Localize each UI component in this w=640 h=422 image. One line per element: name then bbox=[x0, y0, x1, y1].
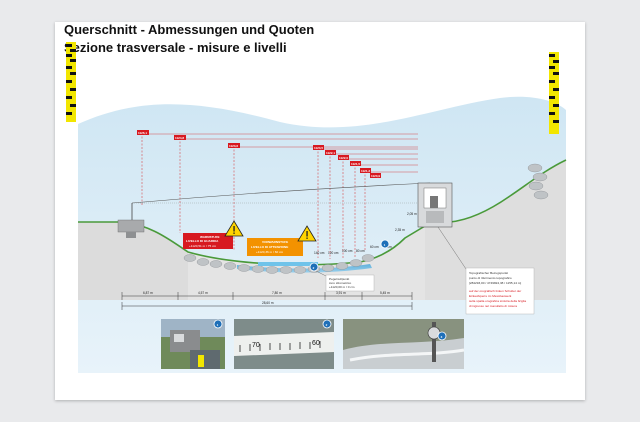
gauge-zero-line1: Pegelnullpunkt bbox=[329, 277, 349, 281]
level-tag bbox=[338, 155, 349, 160]
level-tag-text: 1123,5 bbox=[314, 146, 323, 150]
photo-gauge: 70 60 2 bbox=[234, 319, 334, 369]
badge-number: 3 bbox=[441, 335, 443, 339]
dimension-segment: 7,80 m bbox=[272, 291, 282, 295]
title-german: Querschnitt - Abmessungen und Quoten bbox=[64, 22, 315, 37]
level-tag-text: 1121,5 bbox=[351, 162, 360, 166]
reference-point-note: Topografischer Bezugspunkt punto di rife… bbox=[437, 226, 535, 315]
badge-number: 1 bbox=[384, 243, 386, 247]
warning-orange-line1: VORWARNSTUFE bbox=[262, 240, 288, 244]
dimension-line: 6,87 m 4,57 m 7,80 m 3,91 m 5,45 m 28,60… bbox=[121, 291, 413, 310]
warning-red-value: +1120,51 m / 75 cm bbox=[189, 244, 217, 248]
dimension-segment: 6,87 m bbox=[143, 291, 153, 295]
level-guide-lines bbox=[141, 133, 366, 259]
warning-level-orange-box: VORWARNSTUFE LIVELLO DI ATTENZIONE +1120… bbox=[247, 238, 303, 256]
level-tag-text: 1120,9 bbox=[371, 174, 380, 178]
ref-line3: [284293,00 / 4749824,38 / 1155,14 m] bbox=[469, 281, 521, 285]
level-tag bbox=[360, 168, 371, 173]
ref-line4: auf der orografisch linken Schulter der bbox=[469, 289, 521, 293]
dimension-segment: 5,45 m bbox=[380, 291, 390, 295]
badge-number: 2 bbox=[313, 266, 315, 270]
short-label: 100 cm bbox=[342, 249, 353, 253]
warning-orange-value: +1120,36 m / 60 cm bbox=[256, 250, 284, 254]
info-badge-icon bbox=[437, 331, 447, 341]
left-pylon bbox=[117, 203, 145, 238]
gauge-zero-note: Pegelnullpunkt zero idrometrico +1120,00… bbox=[313, 269, 375, 292]
ref-line6: sulla spalla orografica sinistra della b… bbox=[469, 299, 526, 303]
ref-line5: Einlaufsperre im Messbauwerk bbox=[469, 294, 512, 298]
warning-red-line1: WARNSTUFE bbox=[200, 235, 220, 239]
short-label: 140 cm bbox=[314, 251, 325, 255]
title-italian: Sezione trasversale - misure e livelli bbox=[64, 40, 287, 55]
ref-line2: punto di riferimento topografico bbox=[469, 276, 512, 280]
level-tag bbox=[325, 150, 336, 155]
info-badge-icon bbox=[213, 319, 223, 329]
ruler-strip-icon bbox=[66, 42, 76, 122]
gauge-zero-value: +1120,00 m / 0 cm bbox=[329, 285, 355, 289]
dimension-segment: 4,57 m bbox=[198, 291, 208, 295]
level-tag bbox=[174, 135, 186, 140]
left-bank-terrain bbox=[78, 222, 200, 300]
sky-background bbox=[78, 96, 566, 374]
level-tag-text: 1123,6 bbox=[229, 144, 238, 148]
dimension-total: 28,60 m bbox=[262, 301, 274, 305]
riprap-stones bbox=[183, 163, 549, 274]
level-tag-text: 1122,0 bbox=[339, 156, 348, 160]
level-tag-text: 1121,3 bbox=[361, 169, 370, 173]
gauge-number: 70 bbox=[252, 342, 260, 349]
info-badge-icon: 1 bbox=[380, 239, 390, 249]
short-label: 2,35 m bbox=[395, 228, 405, 232]
warning-triangle-icon bbox=[224, 220, 244, 237]
ref-line1: Topografischer Bezugspunkt bbox=[469, 271, 508, 275]
ruler-strip-icon bbox=[549, 52, 559, 134]
level-tag bbox=[228, 143, 240, 148]
level-tag bbox=[313, 145, 324, 150]
gauge-number: 60 bbox=[312, 340, 320, 347]
level-tag bbox=[137, 130, 149, 135]
warning-triangle-icon bbox=[297, 225, 317, 242]
level-tag bbox=[370, 173, 381, 178]
warning-orange-line2: LIVELLO DI ATTENZIONE bbox=[251, 245, 288, 249]
dimension-segment: 3,91 m bbox=[336, 291, 346, 295]
right-bank-terrain bbox=[425, 160, 566, 300]
cable-line bbox=[131, 182, 431, 204]
photo-station: 1 bbox=[161, 319, 225, 369]
short-label: 120 cm bbox=[328, 251, 339, 255]
short-label: 80 cm bbox=[356, 249, 365, 253]
warning-red-line2: LIVELLO DI GUARDIA bbox=[186, 239, 219, 243]
gauge-zero-line2: zero idrometrico bbox=[329, 281, 351, 285]
short-label: 2,05 m bbox=[407, 212, 417, 216]
measuring-station-building bbox=[417, 182, 453, 228]
level-tag bbox=[350, 161, 361, 166]
ref-line7: di ingresso nel manufatto di misura bbox=[469, 304, 517, 308]
badge-number: 2 bbox=[326, 323, 328, 327]
info-badge-icon: 2 bbox=[309, 262, 319, 272]
level-horizontal-lines bbox=[147, 133, 418, 173]
short-label: 60 cm bbox=[370, 245, 379, 249]
level-tag-text: 1124,8 bbox=[175, 136, 184, 140]
level-tag-text: 1122,1 bbox=[326, 151, 335, 155]
gauge-zero-bar bbox=[258, 262, 318, 266]
warning-level-red-box: WARNSTUFE LIVELLO DI GUARDIA +1120,51 m … bbox=[183, 233, 233, 249]
photo-river: 3 bbox=[343, 319, 465, 369]
info-badge-icon bbox=[322, 319, 332, 329]
badge-number: 1 bbox=[217, 323, 219, 327]
level-tag-text: 1126,1 bbox=[138, 131, 147, 135]
level-marker-tags: 1126,1 1124,8 1123,6 1123,5 1122,1 1122,… bbox=[137, 130, 381, 178]
